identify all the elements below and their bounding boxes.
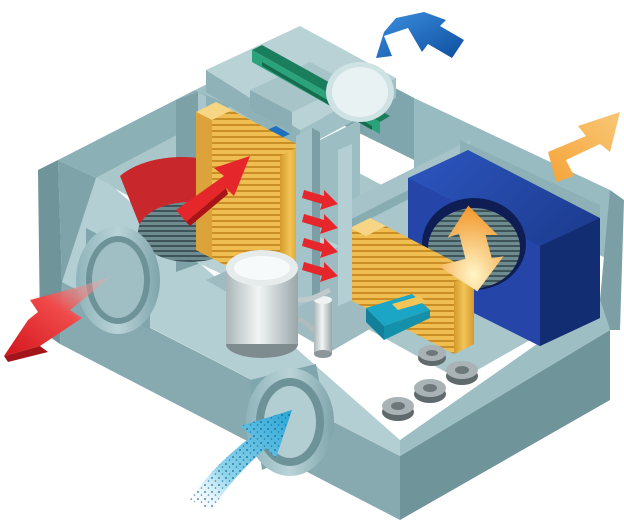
top-duct xyxy=(326,62,394,122)
outdoor-in-arrow xyxy=(376,12,464,58)
mount xyxy=(418,345,446,366)
mount xyxy=(382,397,414,421)
mount xyxy=(414,379,446,403)
supply-out-arrow xyxy=(548,112,620,182)
mount xyxy=(446,361,478,385)
exhaust-duct xyxy=(76,226,160,334)
